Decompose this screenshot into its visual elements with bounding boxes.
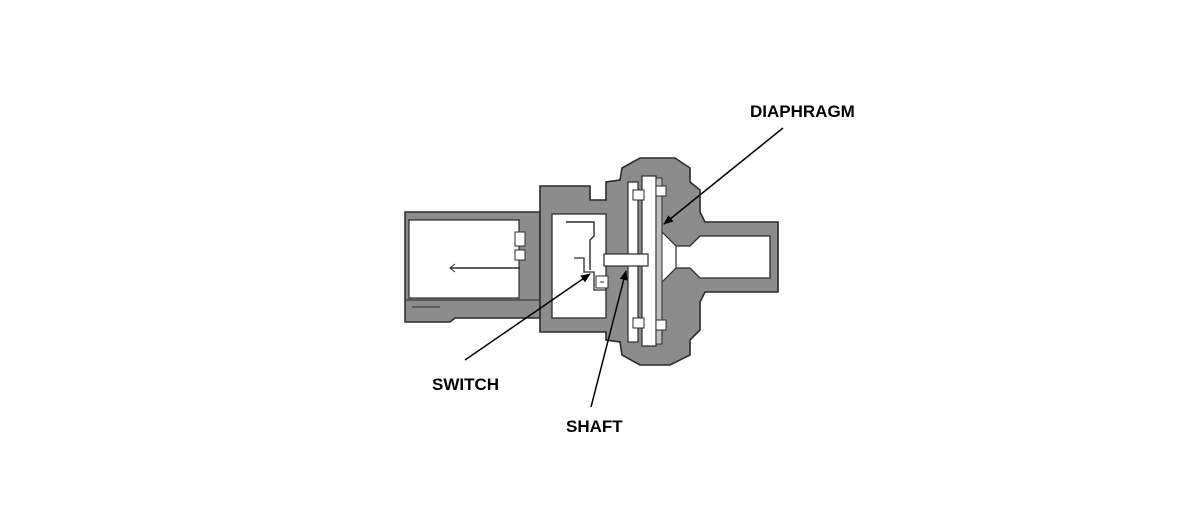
diaphragm-label: DIAPHRAGM: [750, 102, 855, 121]
diaphragm-leader-line: [663, 127, 784, 225]
connector-housing: [404, 211, 541, 323]
shaft-label: SHAFT: [566, 417, 623, 436]
switch-leader-line: [464, 273, 591, 361]
terminal-pin: [449, 263, 520, 273]
shaft-part: [603, 253, 649, 267]
switch-label: SWITCH: [432, 375, 500, 394]
switch-contacts: [566, 221, 609, 291]
shaft-leader-line: [590, 270, 628, 408]
